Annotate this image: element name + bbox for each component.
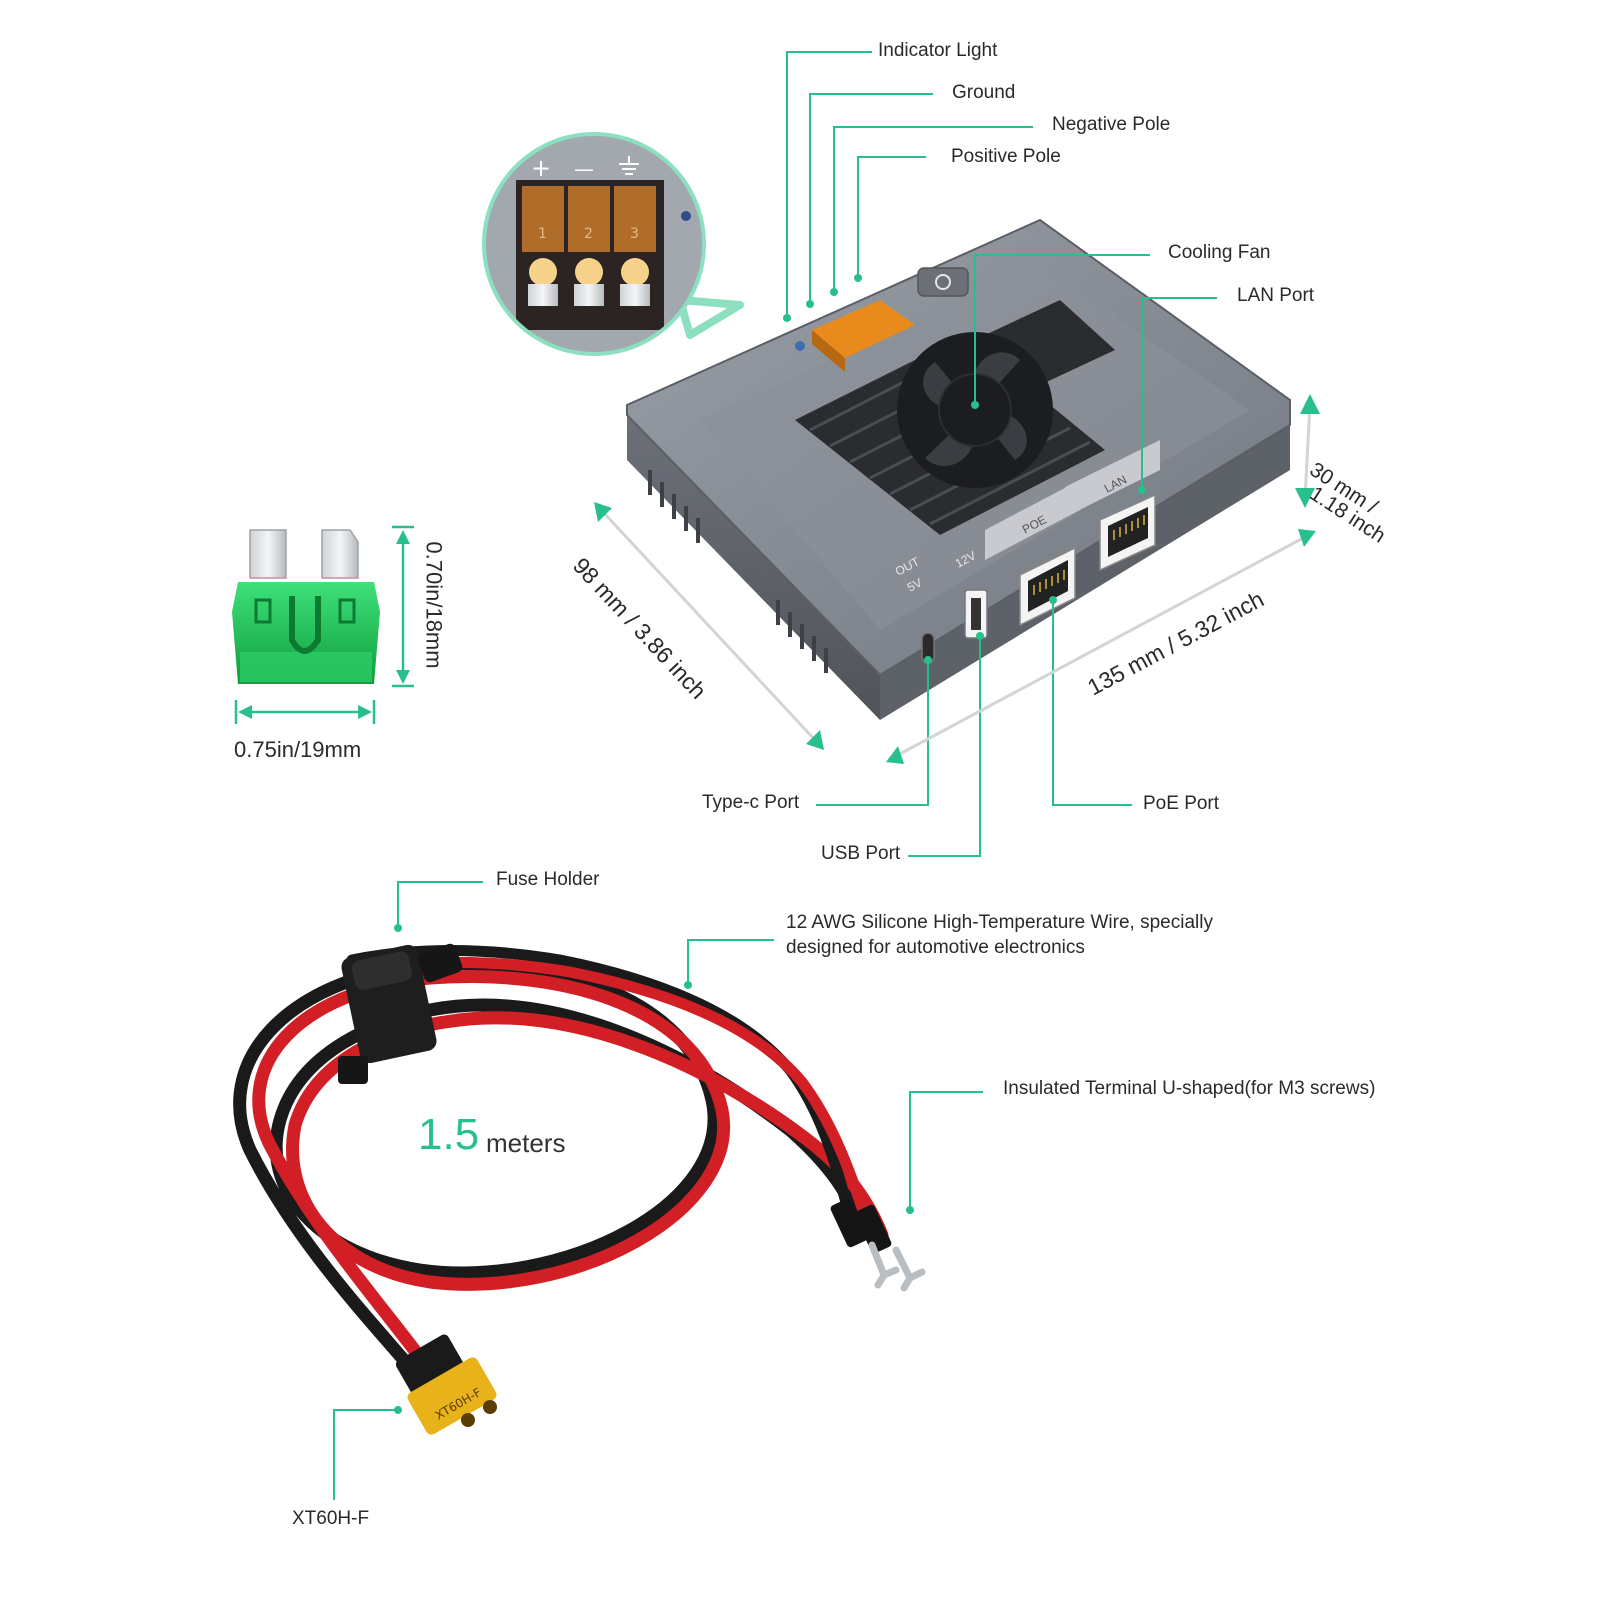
device-illustration: OUT 5V 12V POE LAN	[626, 218, 1291, 720]
power-cable-illustration	[233, 945, 889, 1392]
terminal-mark-minus: —	[574, 157, 594, 181]
label-indicator-light: Indicator Light	[878, 40, 998, 61]
terminal-mark-1: 1	[538, 226, 547, 242]
terminal-zoom-bubble: + — 1 2 3	[482, 132, 744, 356]
terminal-mark-2: 2	[584, 226, 593, 242]
label-ground: Ground	[952, 82, 1016, 103]
ground-symbol-icon	[619, 156, 639, 175]
fuse-holder-icon	[338, 943, 463, 1084]
terminal-mark-3: 3	[630, 226, 639, 242]
label-poe-port: PoE Port	[1143, 793, 1220, 814]
usb-port-icon	[964, 589, 988, 639]
label-silicone-wire: 12 AWG Silicone High-Temperature Wire, s…	[786, 910, 1246, 960]
label-cooling-fan: Cooling Fan	[1168, 242, 1271, 263]
poe-port-icon	[1019, 546, 1076, 627]
label-negative-pole: Negative Pole	[1052, 114, 1171, 135]
label-xt60h-f: XT60H-F	[292, 1508, 370, 1529]
label-lan-port: LAN Port	[1237, 285, 1315, 306]
xt60-connector-icon: XT60H-F	[395, 1334, 497, 1435]
cable-length-unit: meters	[486, 1128, 566, 1158]
label-insulated-terminal: Insulated Terminal U-shaped(for M3 screw…	[1003, 1078, 1376, 1099]
u-terminal-icon	[830, 1198, 926, 1292]
port-mark-5v: 5V	[905, 575, 925, 594]
device-leader-lines	[786, 51, 1217, 857]
cable-length-value: 1.5	[418, 1110, 480, 1159]
label-type-c-port: Type-c Port	[702, 792, 800, 813]
fuse-dimension-lines	[234, 525, 414, 724]
label-silicone-wire-line1: 12 AWG Silicone High-Temperature Wire, s…	[786, 912, 1213, 933]
label-fuse-holder: Fuse Holder	[496, 869, 600, 890]
lan-port-icon	[1099, 493, 1156, 572]
cooling-fan-icon	[897, 332, 1053, 488]
label-silicone-wire-line2: designed for automotive electronics	[786, 937, 1085, 958]
device-dimension-lines	[594, 394, 1320, 764]
fuse-height-dimension: 0.70in/18mm	[421, 541, 447, 669]
label-usb-port: USB Port	[821, 843, 901, 864]
blade-fuse-illustration	[232, 529, 380, 684]
label-positive-pole: Positive Pole	[951, 146, 1061, 167]
cable-leader-lines	[333, 881, 983, 1500]
fuse-width-dimension: 0.75in/19mm	[234, 737, 362, 762]
terminal-mark-plus: +	[531, 154, 551, 182]
